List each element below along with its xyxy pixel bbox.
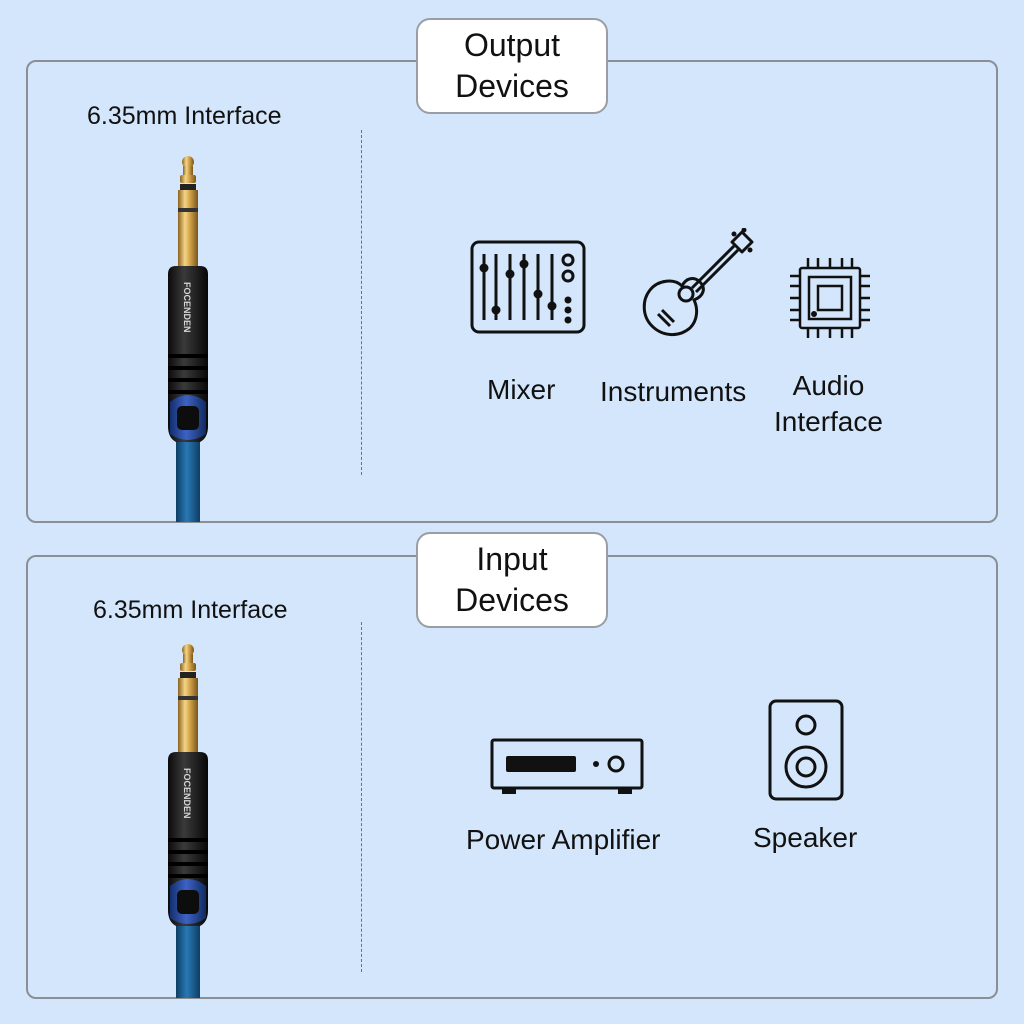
input-interface-label: 6.35mm Interface xyxy=(93,596,288,624)
input-devices-title: Input Devices xyxy=(416,532,608,628)
guitar-icon xyxy=(642,228,754,336)
output-title-line2: Devices xyxy=(455,68,569,104)
plug-brand-text: FOCENDEN xyxy=(182,768,192,819)
audio-interface-line2: Interface xyxy=(774,406,883,437)
jack-plug-image: FOCENDEN xyxy=(168,156,208,522)
mixer-label: Mixer xyxy=(487,374,556,405)
power-amplifier-label: Power Amplifier xyxy=(466,824,661,855)
jack-plug-image: FOCENDEN xyxy=(168,644,208,998)
plug-brand-text: FOCENDEN xyxy=(182,282,192,333)
input-divider xyxy=(361,622,362,972)
audio-interface-label: Audio Interface xyxy=(774,368,883,440)
output-devices-title: Output Devices xyxy=(416,18,608,114)
input-title-line2: Devices xyxy=(455,582,569,618)
input-title-line1: Input xyxy=(476,541,548,577)
speaker-label: Speaker xyxy=(753,822,858,853)
chip-icon xyxy=(790,258,870,338)
instruments-label: Instruments xyxy=(600,376,747,407)
mixer-icon xyxy=(470,240,586,334)
output-interface-label: 6.35mm Interface xyxy=(87,102,282,130)
amplifier-icon xyxy=(490,738,644,794)
audio-interface-line1: Audio xyxy=(792,370,865,401)
speaker-icon xyxy=(768,699,844,801)
output-divider xyxy=(361,130,362,475)
output-title-line1: Output xyxy=(463,27,561,63)
